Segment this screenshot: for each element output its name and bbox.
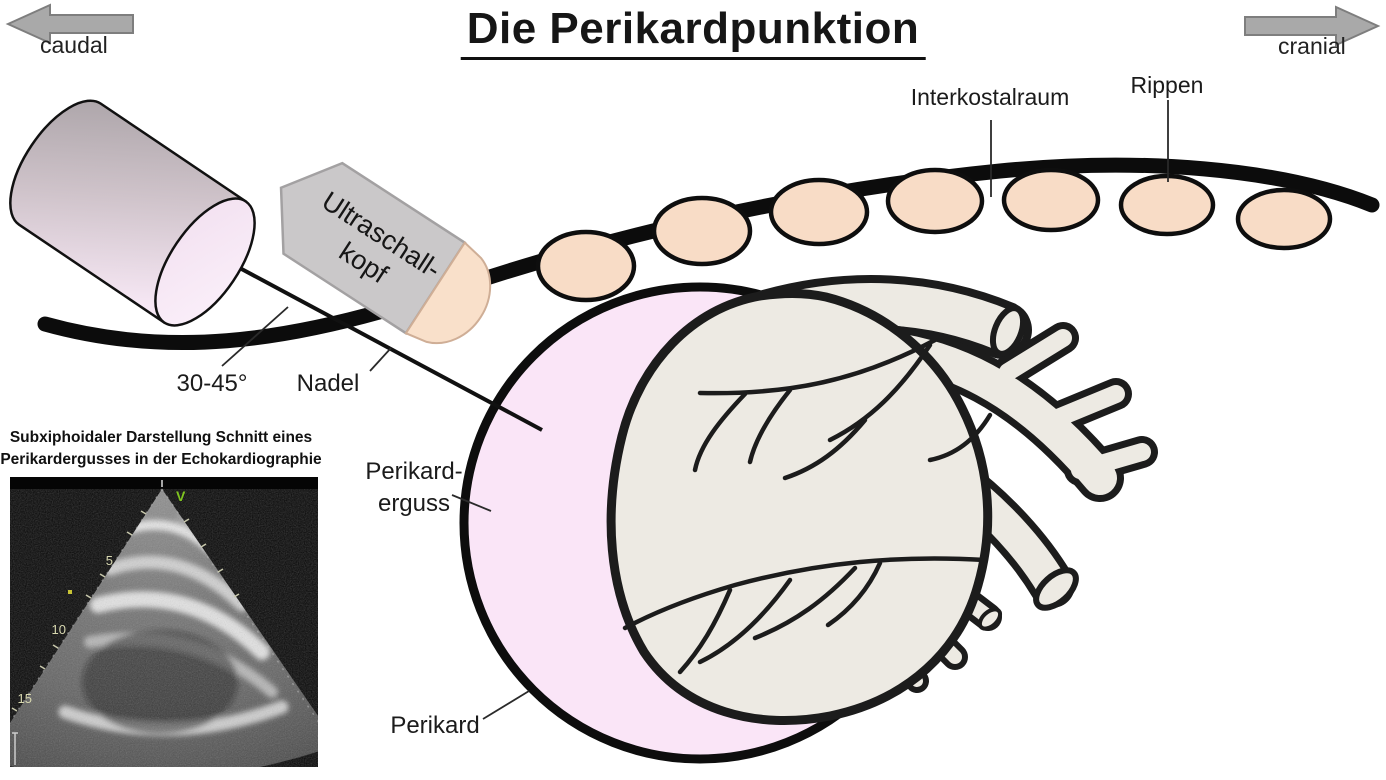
label-rippen: Rippen (1130, 72, 1204, 98)
label-perikarderguss-line1: Perikard- (365, 458, 463, 485)
label-perikarderguss-line2: erguss (377, 490, 451, 517)
probe-tip (404, 241, 492, 345)
rib (885, 167, 985, 235)
cranial-arrow-icon (1244, 5, 1381, 47)
echo-depth-label-10: 10 (52, 622, 66, 637)
leader-nadel (369, 347, 392, 372)
echo-caption: Subxiphoidaler Darstellung Schnitt eines… (0, 427, 322, 471)
syringe-cylinder (9, 99, 256, 327)
echo-orientation-marker: V (176, 488, 186, 504)
page-title: Die Perikardpunktion (460, 4, 926, 60)
vessel-mouth (1033, 567, 1079, 611)
rib (1235, 187, 1333, 251)
label-interkostalraum: Interkostalraum (910, 84, 1070, 110)
echo-depth-label-15: 15 (18, 691, 32, 706)
caudal-label: caudal (40, 32, 108, 58)
leader-perikard (482, 690, 530, 720)
vessel-mouth (989, 305, 1027, 357)
echo-caption-line1: Subxiphoidaler Darstellung Schnitt eines (9, 429, 313, 446)
leader-angle (221, 306, 289, 367)
leader-erguss (451, 494, 492, 512)
ribs-row (535, 167, 1333, 303)
echo-fan-graphic: 5 10 15 V (10, 477, 318, 767)
vessel-mouth (977, 607, 1003, 631)
echo-scalebar (12, 732, 18, 765)
rib (768, 177, 870, 247)
coronary-arteries (622, 337, 993, 675)
echo-image-panel: 5 10 15 V (10, 477, 318, 767)
echo-speckle-overlay (10, 489, 318, 767)
heart-illustration (606, 275, 1158, 725)
rib (1001, 167, 1101, 233)
rib (535, 229, 637, 303)
echo-depth-ticks (11, 510, 240, 712)
label-perikard: Perikard (390, 712, 480, 739)
rib (651, 195, 753, 267)
echo-depth-label-5: 5 (106, 553, 113, 568)
label-nadel: Nadel (296, 370, 360, 397)
echo-focus-marker (68, 590, 72, 594)
needle-line (235, 264, 543, 432)
caudal-arrow-icon (5, 3, 134, 45)
leader-lines (221, 100, 1169, 720)
heart-body (606, 289, 993, 725)
rib (1118, 173, 1216, 237)
cranial-label: cranial (1278, 33, 1346, 59)
label-angle: 30-45° (176, 370, 248, 397)
echo-caption-line2: Perikardergusses in der Echokardiographi… (0, 451, 322, 468)
